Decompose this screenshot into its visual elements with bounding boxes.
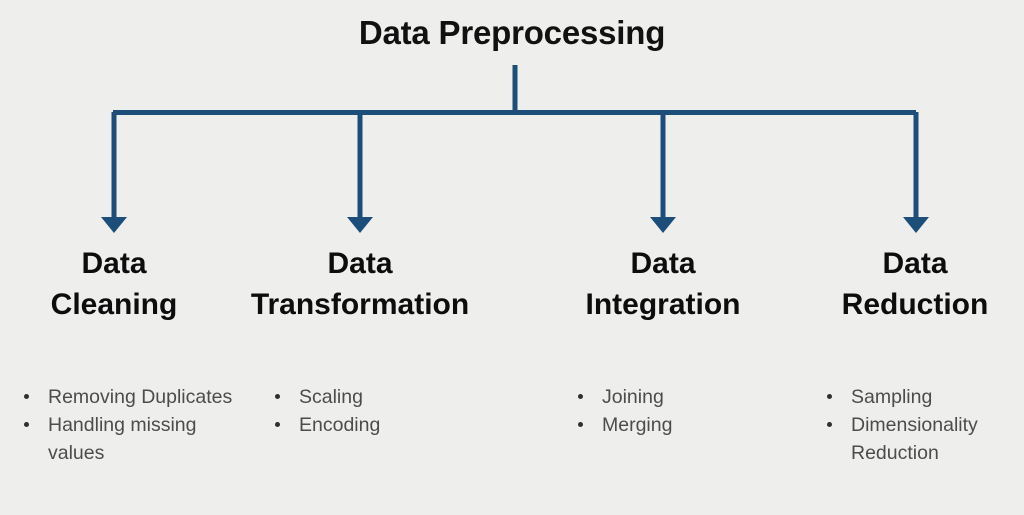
branch-heading-data-reduction: Data Reduction <box>805 243 1024 325</box>
branch-items-data-cleaning: Removing Duplicates Handling missing val… <box>20 383 245 467</box>
branch-items-data-transformation: Scaling Encoding <box>271 383 496 439</box>
branch-heading-data-transformation: Data Transformation <box>250 243 470 325</box>
branch-heading-line2: Reduction <box>841 288 989 322</box>
arrowhead-4 <box>903 217 929 233</box>
branch-heading-data-integration: Data Integration <box>553 243 773 325</box>
branch-heading-line2: Transformation <box>250 288 470 322</box>
branch-heading-line2: Cleaning <box>50 288 178 322</box>
page-title: Data Preprocessing <box>358 14 666 51</box>
branch-heading-data-cleaning: Data Cleaning <box>4 243 224 325</box>
list-item: Scaling <box>271 383 496 411</box>
branch-heading-line1: Data <box>882 247 948 280</box>
list-item: Sampling <box>823 383 1024 411</box>
branch-heading-line2: Integration <box>585 288 741 322</box>
connector-lines <box>101 65 929 233</box>
branch-heading-line1: Data <box>327 247 393 280</box>
list-item: Handling missing values <box>20 411 245 467</box>
arrowhead-2 <box>347 217 373 233</box>
arrowhead-1 <box>101 217 127 233</box>
list-item: Removing Duplicates <box>20 383 245 411</box>
branch-items-data-integration: Joining Merging <box>574 383 799 439</box>
arrowhead-3 <box>650 217 676 233</box>
branch-heading-line1: Data <box>630 247 696 280</box>
branch-heading-line1: Data <box>81 247 147 280</box>
list-item: Joining <box>574 383 799 411</box>
list-item: Encoding <box>271 411 496 439</box>
list-item: Merging <box>574 411 799 439</box>
list-item: Dimensionality Reduction <box>823 411 1024 467</box>
branch-items-data-reduction: Sampling Dimensionality Reduction <box>823 383 1024 467</box>
